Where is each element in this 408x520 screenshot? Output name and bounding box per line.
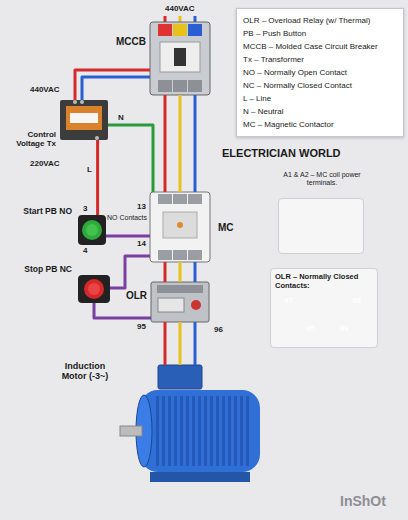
wire-line — [179, 95, 182, 192]
legend-line: NC – Normally Closed Contact — [243, 79, 397, 92]
component-label: MCCB — [106, 36, 146, 48]
component-box: OLR – Normally Closed Contacts: — [270, 268, 378, 348]
legend-line: OLR – Overload Relay (w/ Thermal) — [243, 14, 397, 27]
wire — [165, 262, 195, 282]
wire-line — [179, 262, 182, 282]
terminal-label: L — [87, 166, 92, 174]
component-box: A1 & A2 – MC coil power terminals. — [278, 198, 364, 254]
transformer-symbol — [60, 100, 108, 140]
component-label: OLR — [121, 290, 147, 302]
motor-symbol — [120, 365, 260, 482]
terminal-label: 95 — [137, 323, 146, 331]
legend-line: PB – Push Button — [243, 27, 397, 40]
terminal-label: 220VAC — [30, 160, 60, 168]
component-label: Stop PB NC — [18, 265, 72, 275]
wire-line — [194, 322, 197, 365]
wire-line — [94, 303, 151, 318]
wire-line — [110, 256, 150, 288]
legend-line: MC – Magnetic Contactor — [243, 118, 397, 131]
component-label: OLR – Normally Closed Contacts: — [275, 273, 375, 290]
legend-line: N – Neutral — [243, 105, 397, 118]
legend-box: OLR – Overload Relay (w/ Thermal)PB – Pu… — [236, 8, 404, 137]
component-box: Induction Motor (-3~) — [125, 365, 235, 485]
wire — [108, 125, 153, 192]
terminal-label: 95 — [306, 325, 315, 333]
terminal-label: 440VAC — [30, 86, 60, 94]
wire — [110, 256, 150, 288]
component-box: OLR — [151, 282, 209, 322]
component-box: Start PB NO — [78, 215, 106, 245]
component-label: MC — [218, 222, 248, 234]
component-label: Induction Motor (-3~) — [55, 361, 115, 382]
component-box: Stop PB NC — [78, 275, 110, 303]
wire — [94, 303, 151, 318]
wire-line — [194, 95, 197, 192]
component-box: MCCB — [150, 22, 210, 95]
legend-line: MCCB – Molded Case Circuit Breaker — [243, 40, 397, 53]
wire — [165, 95, 195, 192]
mccb-symbol — [150, 16, 210, 95]
terminal-label: NO Contacts — [107, 214, 147, 221]
wire-line — [164, 322, 167, 365]
terminal-label: 96 — [340, 325, 349, 333]
terminal-label: 97 — [284, 297, 293, 305]
wire — [75, 70, 150, 100]
brand-title: ELECTRICIAN WORLD — [222, 148, 341, 159]
start-pushbutton — [78, 215, 106, 245]
wire-line — [194, 262, 197, 282]
legend-line: Tx – Transformer — [243, 53, 397, 66]
wire-line — [179, 322, 182, 365]
terminal-label: N — [118, 114, 124, 122]
terminal-label: 13 — [137, 203, 146, 211]
component-label: Start PB NO — [18, 207, 72, 217]
wire — [165, 322, 195, 365]
component-label: Control Voltage Tx — [10, 130, 56, 148]
wire — [97, 140, 98, 215]
wire — [106, 236, 150, 237]
wire-line — [106, 235, 150, 238]
terminal-label: 96 — [214, 326, 223, 334]
wire-line — [75, 70, 150, 100]
wire-line — [108, 125, 153, 192]
stop-pushbutton — [78, 275, 110, 303]
legend-line: L – Line — [243, 92, 397, 105]
legend-line: NO – Normally Open Contact — [243, 66, 397, 79]
wire-line — [164, 262, 167, 282]
terminal-label: 440VAC — [165, 5, 195, 13]
terminal-label: 3 — [83, 205, 87, 213]
terminal-label: 14 — [137, 240, 146, 248]
terminal-label: 4 — [83, 247, 87, 255]
component-label: A1 & A2 – MC coil power terminals. — [269, 171, 375, 187]
wire-line — [96, 140, 99, 215]
component-box: MC — [150, 192, 210, 262]
wire-line — [82, 77, 150, 100]
wire-line — [164, 95, 167, 192]
contactor-symbol — [150, 192, 210, 262]
watermark: InShOt — [340, 494, 386, 508]
terminal-label: 98 — [352, 297, 361, 305]
component-box: Control Voltage Tx — [60, 100, 108, 140]
overload-relay-symbol — [151, 282, 209, 322]
